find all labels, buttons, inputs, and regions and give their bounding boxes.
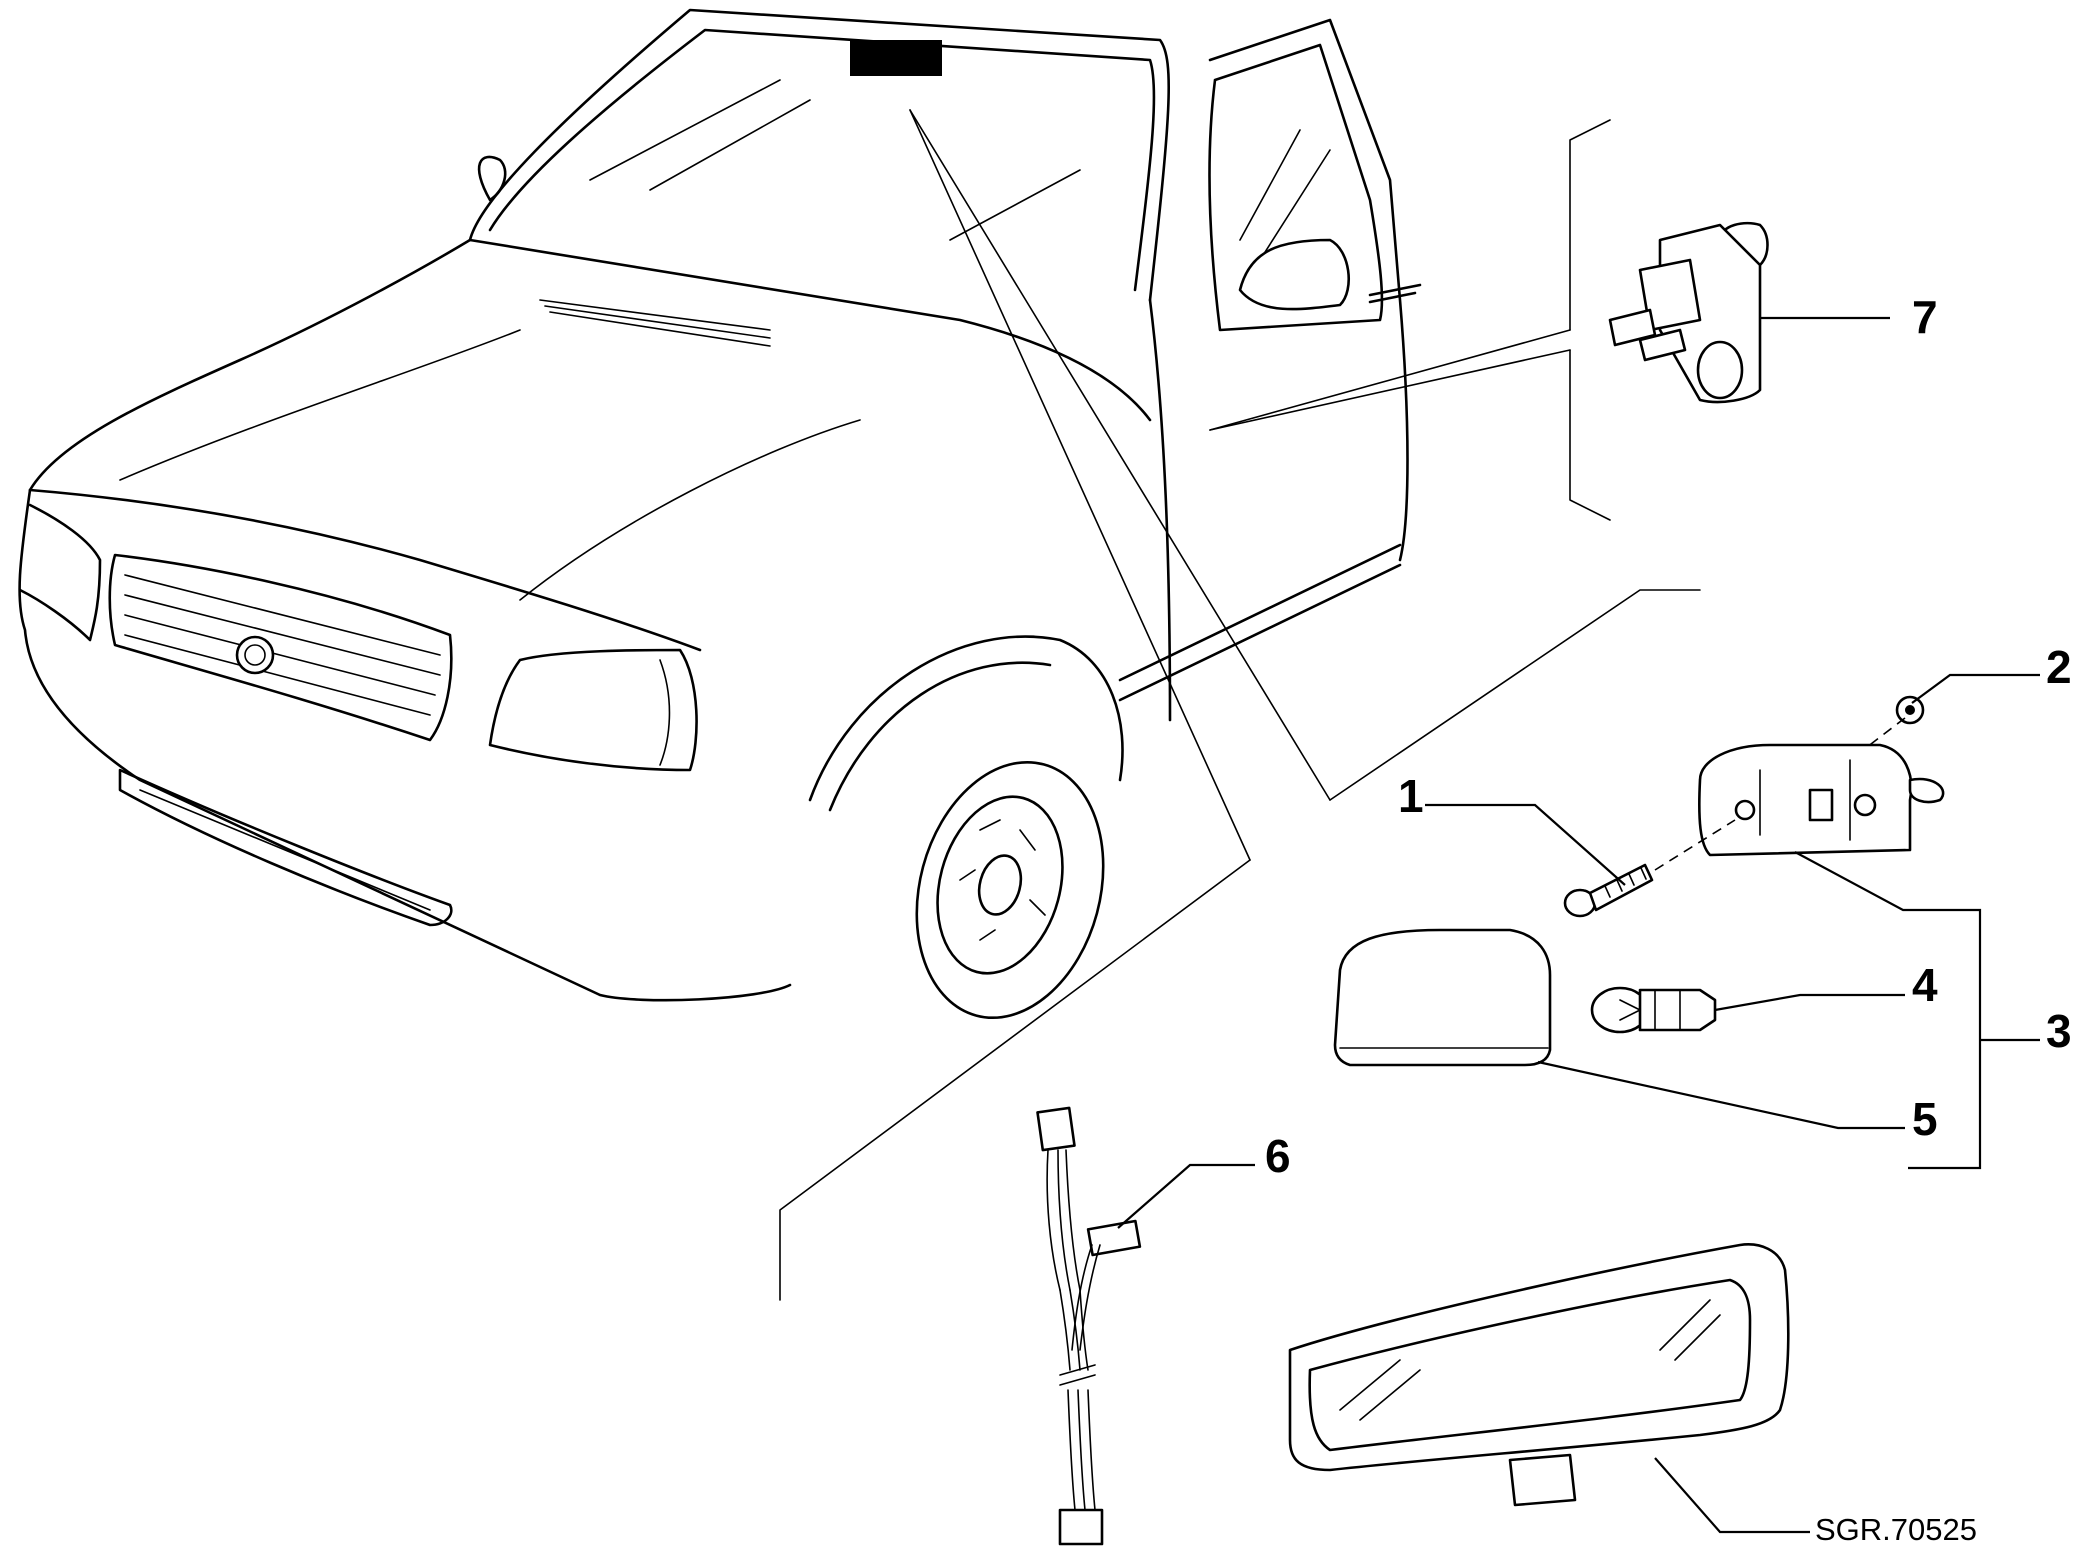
- bulb-icon: [1590, 986, 1717, 1034]
- screw-icon: [1563, 863, 1654, 918]
- callout-5: 5: [1912, 1093, 1938, 1145]
- lamp-lens-icon: [1333, 928, 1552, 1067]
- callout-4: 4: [1912, 959, 1938, 1011]
- lamp-housing-icon: [1698, 743, 1945, 857]
- callout-1: 1: [1398, 770, 1424, 822]
- rain-sensor-block: [850, 40, 942, 76]
- callout-leaders: [1117, 316, 2040, 1534]
- car-icon: [18, 8, 1422, 1020]
- callout-3: 3: [2046, 1005, 2072, 1057]
- washer-icon: [1895, 695, 1925, 725]
- zoom-lines: [779, 109, 1701, 1301]
- rear-view-mirror-icon: [1288, 1243, 1790, 1507]
- door-switch-icon: [1608, 221, 1769, 404]
- callout-6: 6: [1265, 1130, 1291, 1182]
- callout-2: 2: [2046, 641, 2072, 693]
- harness-icon: [1036, 1106, 1142, 1546]
- cowl-vent: [539, 299, 771, 347]
- drawing-reference: SGR.70525: [1815, 1512, 1977, 1547]
- callout-7: 7: [1912, 291, 1938, 343]
